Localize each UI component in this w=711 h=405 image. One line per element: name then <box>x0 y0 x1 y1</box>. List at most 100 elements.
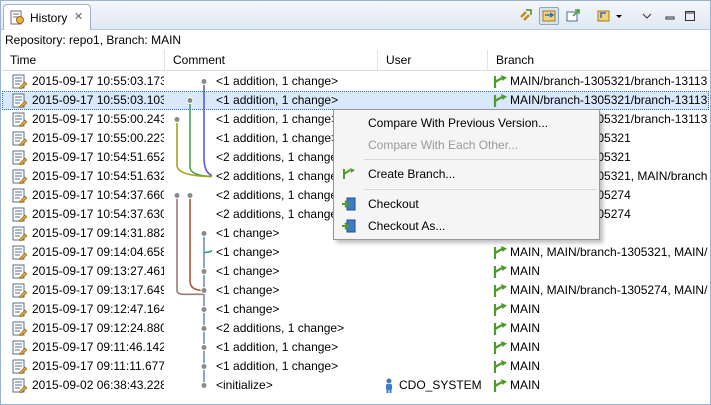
table-header: Time Comment User Branch <box>2 50 709 71</box>
user-cell: CDO_SYSTEM <box>399 378 482 392</box>
branch-cell: MAIN/branch-1305321/branch-13113 <box>510 74 708 88</box>
time-cell: 2015-09-02 06:38:43.228 <box>32 378 164 392</box>
time-cell: 2015-09-17 10:55:00.243 <box>32 112 164 126</box>
user-cell <box>399 300 489 319</box>
history-document-icon <box>10 10 24 25</box>
view-tab-bar: History ✕ <box>1 1 710 30</box>
view-menu-icon[interactable] <box>637 7 657 25</box>
commit-icon <box>12 74 27 89</box>
horizontal-scroll-area <box>2 396 709 404</box>
table-row[interactable]: 2015-09-17 09:13:17.649 <1 change> MAIN, M… <box>2 281 709 300</box>
comment-cell: <1 addition, 1 change> <box>216 359 339 373</box>
tab-label: History <box>30 11 68 25</box>
checkout-icon <box>342 197 356 211</box>
table-row[interactable]: 2015-09-17 09:11:46.142 <1 addition, 1 ch… <box>2 338 709 357</box>
time-cell: 2015-09-17 09:12:47.164 <box>32 302 164 316</box>
branch-icon <box>493 303 507 316</box>
table-row[interactable]: 2015-09-17 09:11:11.677<1 addition, 1 ch… <box>2 357 709 376</box>
time-cell: 2015-09-17 10:55:03.173 <box>32 74 164 88</box>
comment-cell: <2 additions, 1 change> <box>216 150 345 164</box>
table-row[interactable]: 2015-09-02 06:38:43.228 <initialize> CDO_S… <box>2 376 709 395</box>
branch-mode-icon[interactable] <box>595 7 625 25</box>
column-header-branch[interactable]: Branch <box>496 53 535 67</box>
minimize-icon[interactable] <box>660 7 680 25</box>
menu-item-label: Checkout <box>368 197 419 211</box>
commit-icon <box>12 359 27 374</box>
time-cell: 2015-09-17 10:54:37.630 <box>32 207 164 221</box>
branch-cell: MAIN <box>510 264 540 278</box>
column-header-comment[interactable]: Comment <box>165 50 378 71</box>
repository-info: Repository: repo1, Branch: MAIN <box>5 33 182 47</box>
toggle-compare-icon[interactable] <box>539 7 559 25</box>
menu-item-label: Compare With Each Other... <box>368 138 519 152</box>
user-cell <box>399 357 489 376</box>
commit-icon <box>12 93 27 108</box>
commit-icon <box>12 112 27 127</box>
column-header-user[interactable]: User <box>378 50 488 71</box>
table-row[interactable]: 2015-09-17 09:14:04.658<1 change>MAIN, M… <box>2 243 709 262</box>
link-with-selection-icon[interactable] <box>516 7 536 25</box>
table-row[interactable]: 2015-09-17 09:12:47.164<1 change>MAIN <box>2 300 709 319</box>
table-row[interactable]: 2015-09-17 10:55:03.173 <1 addition, 1 ch… <box>2 72 709 91</box>
comment-cell: <2 additions, 1 change> <box>216 188 345 202</box>
commit-icon <box>12 131 27 146</box>
commit-icon <box>12 169 27 184</box>
time-cell: 2015-09-17 09:13:17.649 <box>32 283 164 297</box>
menu-item-checkout[interactable]: Checkout <box>334 193 599 215</box>
history-table: 2015-09-17 10:55:03.173 <1 addition, 1 ch… <box>2 72 709 395</box>
comment-cell: <2 additions, 1 change> <box>216 321 345 335</box>
user-cell <box>399 338 489 357</box>
time-cell: 2015-09-17 09:14:04.658 <box>32 245 164 259</box>
branch-cell: MAIN, MAIN/branch-1305274, MAIN/ <box>510 283 708 297</box>
comment-cell: <1 addition, 1 change> <box>216 93 339 107</box>
commit-icon <box>12 245 27 260</box>
commit-icon <box>12 264 27 279</box>
branch-icon <box>493 341 507 354</box>
table-row[interactable]: 2015-09-17 09:12:24.880 <2 additions, 1 c… <box>2 319 709 338</box>
comment-cell: <1 change> <box>216 302 280 316</box>
comment-cell: <1 change> <box>216 283 280 297</box>
user-cell <box>399 281 489 300</box>
comment-cell: <1 change> <box>216 264 280 278</box>
branch-cell: MAIN/branch-1305321/branch-13113 <box>510 93 708 107</box>
menu-item-compare-each-other: Compare With Each Other... <box>334 134 599 156</box>
comment-cell: <1 addition, 1 change> <box>216 74 339 88</box>
branch-cell: MAIN, MAIN/branch-1305321, MAIN/ <box>510 245 708 259</box>
column-header-time[interactable]: Time <box>2 50 165 71</box>
maximize-icon[interactable] <box>680 7 700 25</box>
menu-item-compare-previous[interactable]: Compare With Previous Version... <box>334 112 599 134</box>
user-cell <box>399 243 489 262</box>
comment-cell: <1 addition, 1 change> <box>216 131 339 145</box>
menu-item-checkout-as[interactable]: Checkout As... <box>334 215 599 237</box>
commit-icon <box>12 150 27 165</box>
branch-cell: MAIN <box>510 340 540 354</box>
menu-item-create-branch[interactable]: Create Branch... <box>334 163 599 185</box>
time-cell: 2015-09-17 10:54:51.632 <box>32 169 164 183</box>
table-row[interactable]: 2015-09-17 09:14:31.882<1 change> <box>2 224 709 243</box>
table-row[interactable]: 2015-09-17 10:55:03.103<1 addition, 1 ch… <box>2 91 709 110</box>
time-cell: 2015-09-17 09:14:31.882 <box>32 226 164 240</box>
time-cell: 2015-09-17 09:13:27.461 <box>32 264 164 278</box>
menu-item-label: Create Branch... <box>368 167 456 181</box>
time-cell: 2015-09-17 09:12:24.880 <box>32 321 164 335</box>
branch-icon <box>493 94 507 107</box>
branch-cell: MAIN <box>510 359 540 373</box>
branch-icon <box>493 322 507 335</box>
comment-cell: <1 addition, 1 change> <box>216 112 339 126</box>
create-branch-icon <box>343 168 355 179</box>
comment-cell: <2 additions, 1 change> <box>216 169 345 183</box>
export-icon[interactable] <box>563 7 583 25</box>
comment-cell: <1 addition, 1 change> <box>216 340 339 354</box>
user-cell <box>399 319 489 338</box>
table-row[interactable]: 2015-09-17 09:13:27.461 <1 change> MAIN <box>2 262 709 281</box>
user-cell <box>399 91 489 110</box>
close-icon[interactable]: ✕ <box>74 11 84 23</box>
time-cell: 2015-09-17 10:55:00.223 <box>32 131 164 145</box>
time-cell: 2015-09-17 09:11:46.142 <box>32 340 164 354</box>
history-tab[interactable]: History ✕ <box>3 4 91 30</box>
menu-item-label: Checkout As... <box>368 219 446 233</box>
branch-icon <box>493 75 507 88</box>
branch-cell: MAIN <box>510 321 540 335</box>
comment-cell: <initialize> <box>216 378 273 392</box>
